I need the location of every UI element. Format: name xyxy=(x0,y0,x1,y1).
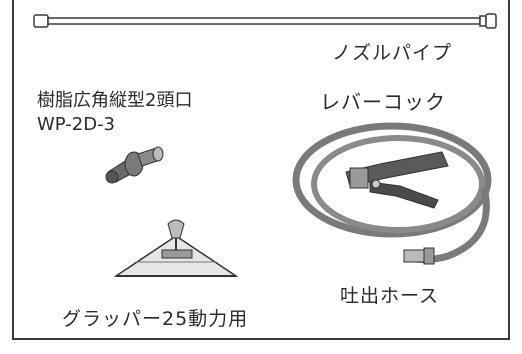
nozzle-head-icon xyxy=(105,146,164,184)
lever-cock-label: レバーコック xyxy=(320,90,446,114)
grabber-label: グラッパー25動力用 xyxy=(62,308,249,330)
parts-frame xyxy=(12,0,510,340)
nozzle-pipe-label: ノズルパイプ xyxy=(332,42,453,64)
nozzle-name-label: 樹脂広角縦型2頭口 xyxy=(37,90,193,111)
nozzle-model-label: WP-2D-3 xyxy=(37,114,116,135)
hose-coil-icon xyxy=(292,122,492,265)
grabber-icon xyxy=(113,219,239,277)
discharge-hose-label: 吐出ホース xyxy=(340,285,440,307)
lever-cock-icon xyxy=(345,151,449,209)
nozzle-pipe-icon xyxy=(33,13,497,29)
